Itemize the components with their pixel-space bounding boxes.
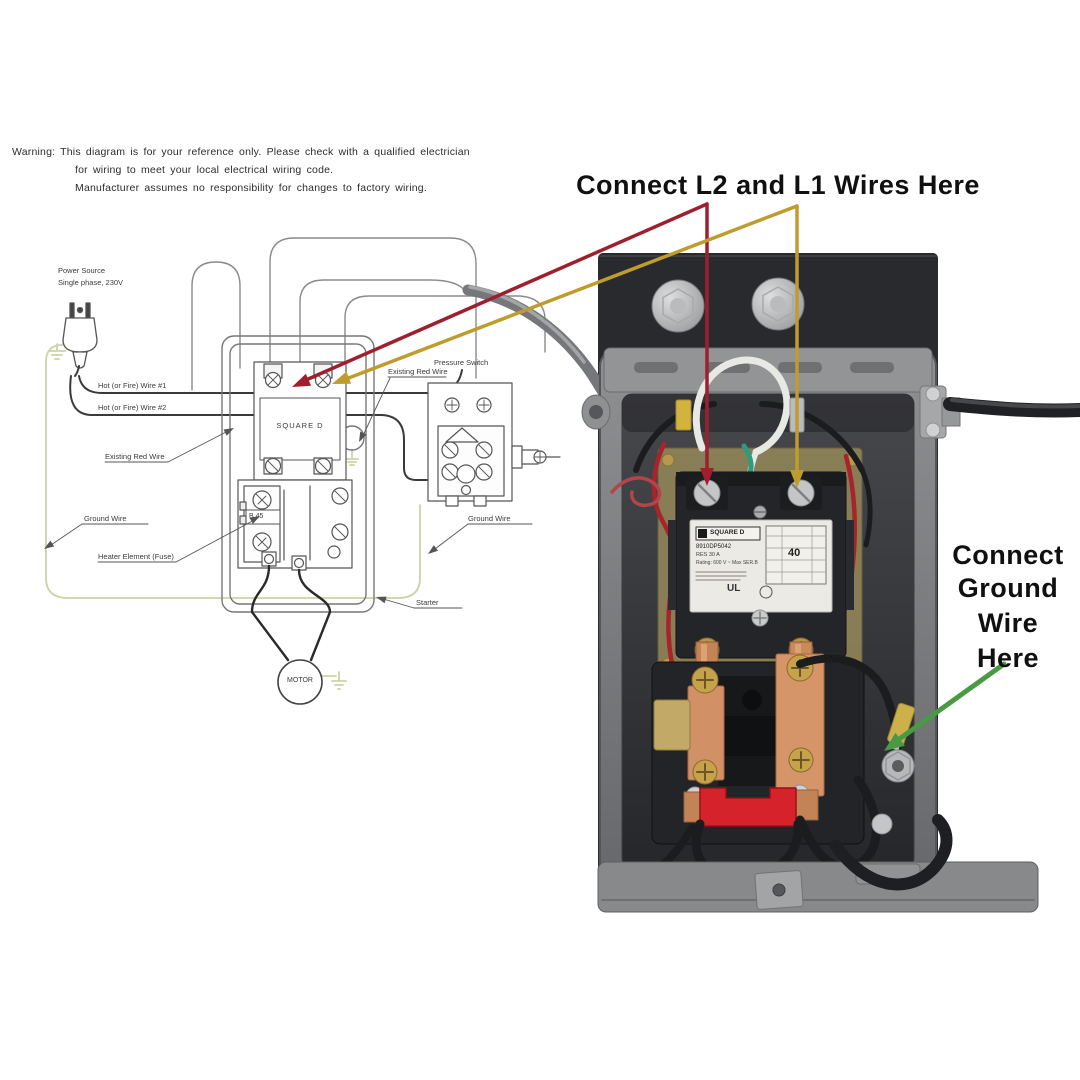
reset-button <box>699 787 797 827</box>
connect-ground-label: Connect Ground Wire Here <box>946 540 1070 676</box>
nameplate-fla-value: 40 <box>788 547 801 559</box>
connect-ground-line-2: Ground <box>957 573 1059 603</box>
warning-line-2: for wiring to meet your local electrical… <box>75 164 334 176</box>
schematic-drawing <box>44 237 561 705</box>
ground-wire-left-label: Ground Wire <box>84 514 127 523</box>
power-source-label-1: Power Source <box>58 266 106 275</box>
motor-wires <box>250 564 332 662</box>
overload-relay-photo <box>651 653 865 845</box>
connect-ground-line-4: Here <box>976 643 1040 673</box>
motor-label: MOTOR <box>287 677 313 684</box>
nameplate-part-number: 8910DP5042 <box>696 544 732 550</box>
contactor-schematic <box>253 361 347 481</box>
yellow-crimp-connector <box>675 399 692 431</box>
power-source-label-2: Single phase, 230V <box>58 278 124 287</box>
nameplate-amps: RES 30 A <box>696 552 720 558</box>
connect-l2-l1-label: Connect L2 and L1 Wires Here <box>576 170 980 200</box>
l2-red-arrow <box>304 202 709 472</box>
base-plate <box>597 814 1039 913</box>
starter-photo <box>462 253 1080 913</box>
motor-circle <box>277 659 323 705</box>
ul-mark: UL <box>727 583 741 594</box>
starter-label: Starter <box>416 598 439 607</box>
existing-red-wire-right-label: Existing Red Wire <box>388 367 448 376</box>
square-d-schematic-label: SQUARE D <box>276 421 324 430</box>
outgoing-cable <box>943 397 1080 418</box>
power-plug-icon <box>62 302 98 377</box>
l1-terminal-screw <box>787 479 815 507</box>
l2-terminal-screw <box>693 479 721 507</box>
nameplate-brand: SQUARE D <box>710 529 745 536</box>
overload-relay-schematic <box>237 479 353 571</box>
heater-code-label: B 45 <box>249 513 264 520</box>
pressure-switch-schematic <box>427 382 561 507</box>
leader-arrowheads <box>44 428 438 604</box>
mounting-bolt-left <box>651 279 705 333</box>
connect-ground-line-3: Wire <box>977 608 1039 638</box>
contactor-photo <box>668 471 854 663</box>
ground-wire-right-label: Ground Wire <box>468 514 511 523</box>
existing-red-wire-left-label: Existing Red Wire <box>105 452 165 461</box>
left-strain-relief <box>581 394 611 430</box>
nameplate-rating: Rating: 600 V ~ Max SER.B <box>696 560 758 566</box>
annotation-arrows <box>292 202 1007 751</box>
connect-ground-line-1: Connect <box>952 540 1064 570</box>
hot-wire-1-label: Hot (or Fire) Wire #1 <box>98 381 167 390</box>
interior-wires <box>610 356 873 683</box>
wire-loops <box>191 237 546 391</box>
bottom-right-bolt <box>871 813 893 835</box>
heater-element-label: Heater Element (Fuse) <box>98 552 174 561</box>
mounting-bolt-right <box>751 277 805 331</box>
warning-line-3: Manufacturer assumes no responsibility f… <box>75 182 427 194</box>
label-leaders <box>47 376 533 609</box>
starter-enclosure-outline <box>221 335 375 613</box>
pressure-switch-label: Pressure Switch <box>434 358 489 367</box>
l1-yellow-arrow <box>344 204 799 474</box>
right-strain-relief <box>919 385 961 439</box>
hot-wire-2-label: Hot (or Fire) Wire #2 <box>98 403 167 412</box>
ground-green-arrow <box>895 661 1007 743</box>
warning-line-1: Warning: This diagram is for your refere… <box>12 146 470 158</box>
